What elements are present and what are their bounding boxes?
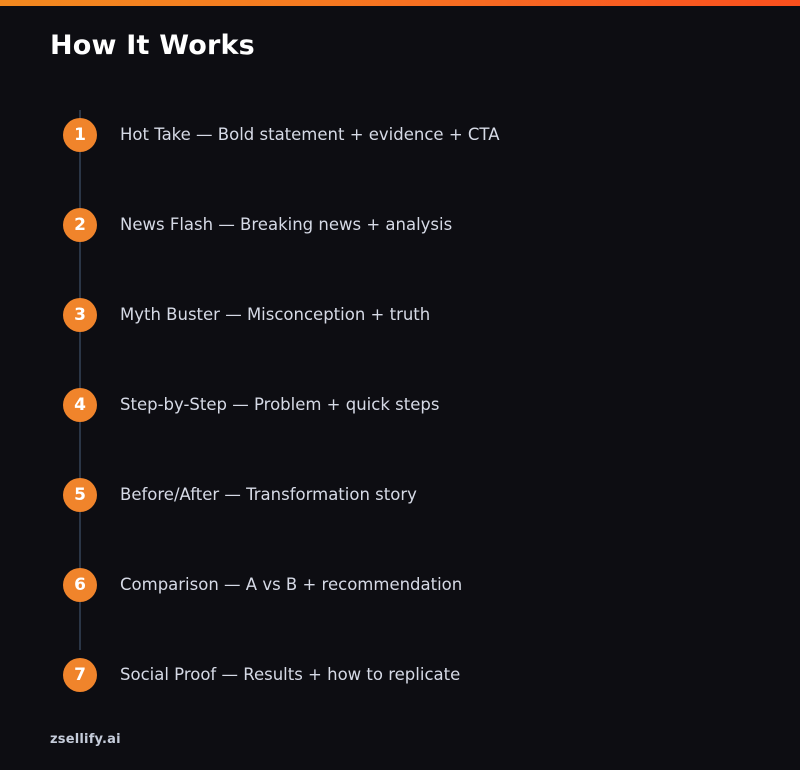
- step-label-3: Myth Buster — Misconception + truth: [120, 305, 431, 324]
- list-item: 7 Social Proof — Results + how to replic…: [0, 630, 800, 720]
- list-item: 2 News Flash — Breaking news + analysis: [0, 180, 800, 270]
- list-item: 5 Before/After — Transformation story: [0, 450, 800, 540]
- step-label-6: Comparison — A vs B + recommendation: [120, 575, 463, 594]
- step-label-2: News Flash — Breaking news + analysis: [120, 215, 453, 234]
- step-number-badge-3: 3: [63, 298, 97, 332]
- page-title: How It Works: [50, 30, 255, 61]
- list-item: 6 Comparison — A vs B + recommendation: [0, 540, 800, 630]
- list-item: 3 Myth Buster — Misconception + truth: [0, 270, 800, 360]
- step-number-badge-5: 5: [63, 478, 97, 512]
- step-number-badge-6: 6: [63, 568, 97, 602]
- list-item: 1 Hot Take — Bold statement + evidence +…: [0, 90, 800, 180]
- list-item: 4 Step-by-Step — Problem + quick steps: [0, 360, 800, 450]
- steps-timeline: 1 Hot Take — Bold statement + evidence +…: [0, 90, 800, 720]
- step-label-4: Step-by-Step — Problem + quick steps: [120, 395, 440, 414]
- step-label-7: Social Proof — Results + how to replicat…: [120, 665, 461, 684]
- step-number-badge-1: 1: [63, 118, 97, 152]
- footer-brand: zsellify.ai: [50, 732, 121, 747]
- step-label-5: Before/After — Transformation story: [120, 485, 417, 504]
- step-number-badge-7: 7: [63, 658, 97, 692]
- top-accent-bar: [0, 0, 800, 6]
- timeline-connector-line: [79, 110, 81, 650]
- step-number-badge-2: 2: [63, 208, 97, 242]
- step-label-1: Hot Take — Bold statement + evidence + C…: [120, 125, 500, 144]
- step-number-badge-4: 4: [63, 388, 97, 422]
